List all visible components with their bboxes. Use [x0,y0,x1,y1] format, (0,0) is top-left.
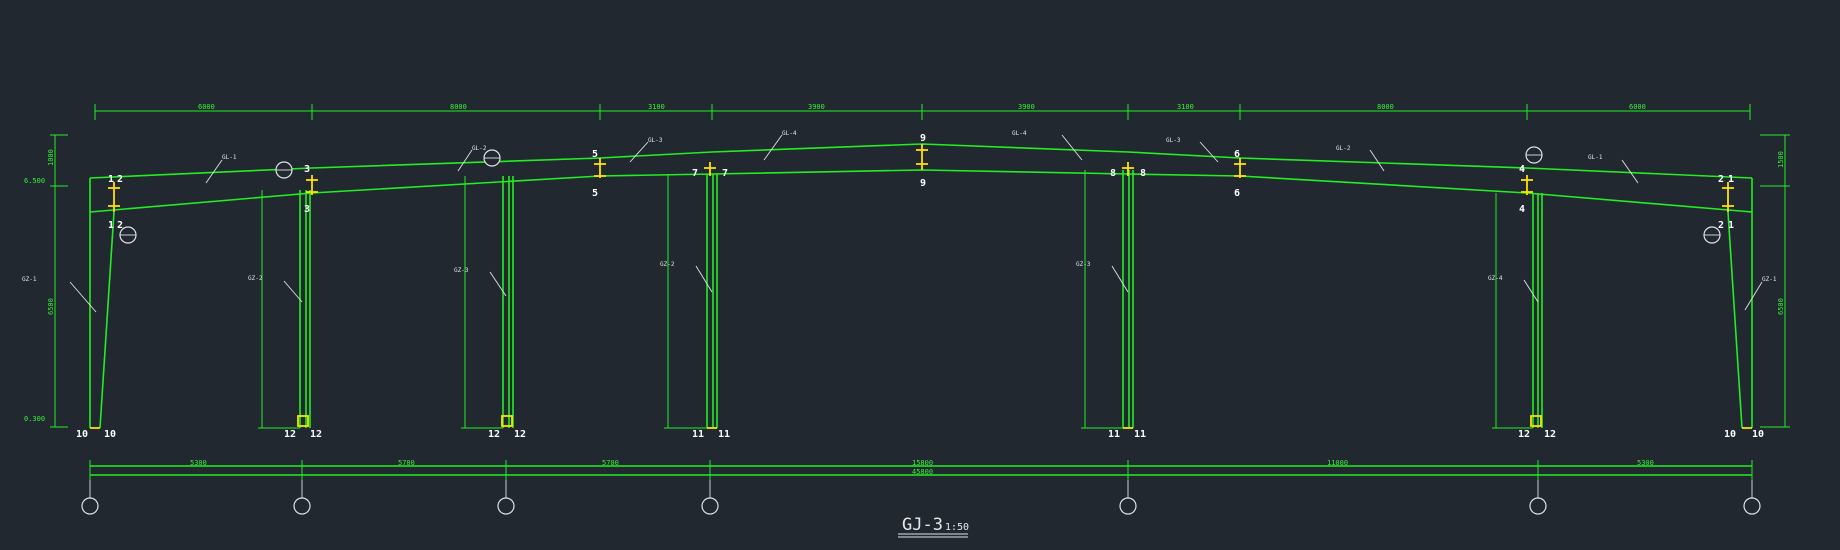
top-dim-1: 6000 [198,103,215,111]
sec-top-1r: 1 [1728,174,1734,185]
beam-label-5: GL-4 [1012,130,1027,137]
sec-base-12: 12 [1544,429,1556,440]
sec-bot-2: 2 [117,220,123,231]
beam-label-8: GL-1 [1588,154,1603,161]
sec-base-8: 11 [718,429,730,440]
beam-label-1: GL-1 [222,154,237,161]
beam-label-7: GL-2 [1336,145,1351,152]
sec-base-14: 10 [1752,429,1764,440]
sec-top-7: 7 [692,168,698,179]
drawing-title-text: GJ-3 [902,515,943,535]
col-label-2: GZ-2 [248,275,263,282]
sec-bot-9: 9 [920,178,926,189]
columns [89,170,1753,429]
right-height-top: 1500 [1777,151,1785,168]
sec-bot-8: 8 [1140,168,1146,179]
top-dim-7: 8000 [1377,103,1394,111]
sec-base-13: 10 [1724,429,1736,440]
elev-eave-left: 6.500 [24,177,45,185]
axis-bubble-3 [497,497,515,515]
bottom-dim-total: 45800 [912,468,933,476]
elev-ground-left: 0.300 [24,415,45,423]
bottom-dimension-chain: 5300 5700 5700 15800 11000 5300 45800 [89,459,1753,480]
top-dim-5: 3900 [1018,103,1035,111]
sec-top-3: 3 [304,164,310,175]
top-dim-2: 8000 [450,103,467,111]
sec-base-10: 11 [1134,429,1146,440]
detail-bubbles [119,146,1721,244]
top-dimension-chain: 6000 8000 3100 3900 3900 3100 8000 6000 [94,103,1751,120]
axis-bubble-1 [81,497,99,515]
col-label-3: GZ-3 [454,267,469,274]
right-height-main: 6500 [1777,298,1785,315]
beam-label-2: GL-2 [472,145,487,152]
sec-bot-7: 7 [722,168,728,179]
axis-bubble-5 [1119,497,1137,515]
sec-top-1: 1 [108,174,114,185]
sec-bot-1r: 1 [1728,220,1734,231]
bottom-dim-3: 5700 [602,459,619,467]
col-label-6: GZ-4 [1488,275,1503,282]
sec-base-1: 10 [76,429,88,440]
sec-base-2: 10 [104,429,116,440]
sec-bot-3: 3 [304,204,310,215]
grid-axes [81,480,1761,515]
bottom-dim-2: 5700 [398,459,415,467]
sec-top-6: 6 [1234,149,1240,160]
sec-top-8: 8 [1110,168,1116,179]
col-label-7: GZ-1 [1762,276,1777,283]
sec-top-5: 5 [592,149,598,160]
beam-label-4: GL-4 [782,130,797,137]
left-height-dimensions: 1000 6500 6.500 0.300 [24,134,68,428]
sec-base-11: 12 [1518,429,1530,440]
sec-base-5: 12 [488,429,500,440]
section-marks: 1 2 3 5 7 9 8 6 4 2 1 1 2 3 5 7 9 8 6 4 … [76,133,1764,440]
axis-bubble-7 [1743,497,1761,515]
sec-bot-2r: 2 [1718,220,1724,231]
bottom-dim-4: 15800 [912,459,933,467]
sec-base-4: 12 [310,429,322,440]
sec-top-2: 2 [117,174,123,185]
member-labels: GZ-1 GZ-2 GZ-3 GZ-2 GZ-3 GZ-4 GZ-1 GL-1 … [22,130,1777,313]
col-label-4: GZ-2 [660,261,675,268]
axis-bubble-4 [701,497,719,515]
sec-base-7: 11 [692,429,704,440]
top-dim-4: 3900 [808,103,825,111]
drawing-title: GJ-3 1:50 [898,515,969,538]
sec-bot-4: 4 [1519,204,1525,215]
axis-bubble-6 [1529,497,1547,515]
beam-label-3: GL-3 [648,137,663,144]
beam-label-6: GL-3 [1166,137,1181,144]
top-dim-8: 6000 [1629,103,1646,111]
bottom-dim-5: 11000 [1327,459,1348,467]
top-dim-6: 3100 [1177,103,1194,111]
sec-base-6: 12 [514,429,526,440]
sec-bot-5: 5 [592,188,598,199]
left-height-top: 1000 [47,149,55,166]
sec-bot-1: 1 [108,220,114,231]
sec-top-4: 4 [1519,164,1525,175]
sec-base-9: 11 [1108,429,1120,440]
col-label-1: GZ-1 [22,276,37,283]
sec-base-3: 12 [284,429,296,440]
bottom-dim-6: 5300 [1637,459,1654,467]
sec-bot-6: 6 [1234,188,1240,199]
left-height-main: 6500 [47,298,55,315]
sec-top-9: 9 [920,133,926,144]
drawing-title-scale: 1:50 [945,522,969,533]
bottom-dim-1: 5300 [190,459,207,467]
col-label-5: GZ-3 [1076,261,1091,268]
top-dim-3: 3100 [648,103,665,111]
connection-details [90,144,1752,429]
axis-bubble-2 [293,497,311,515]
right-height-dimensions: 1500 6500 [1760,134,1790,428]
sec-top-2r: 2 [1718,174,1724,185]
